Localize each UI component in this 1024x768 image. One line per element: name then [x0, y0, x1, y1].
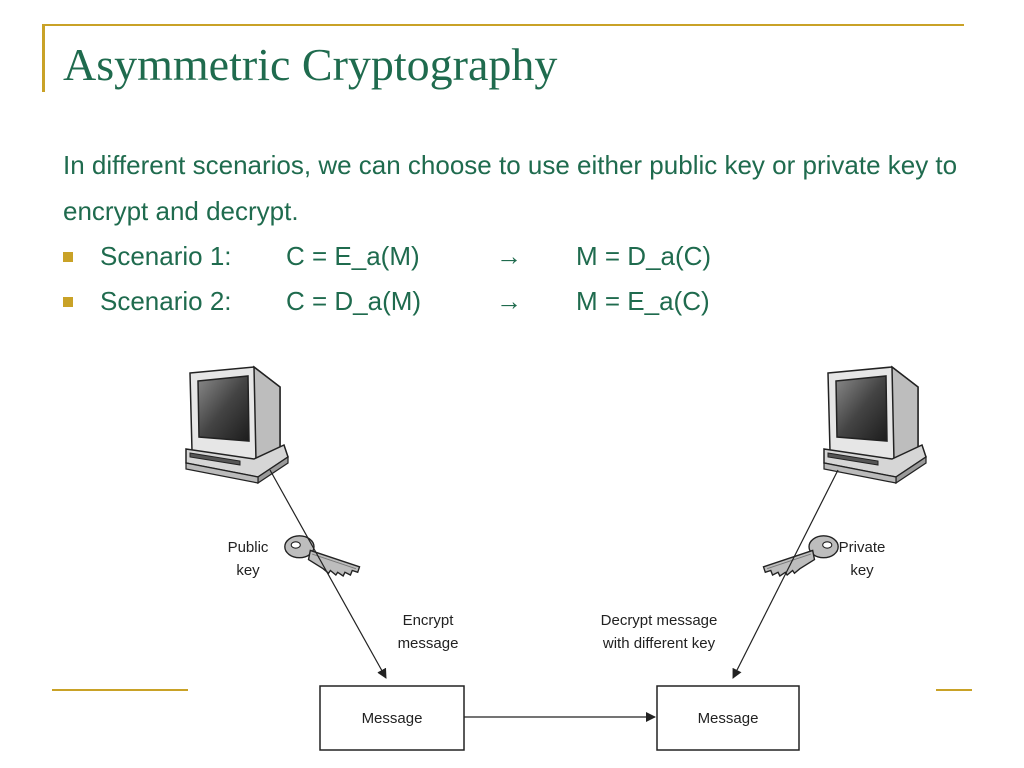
frame-top-rule [42, 24, 964, 26]
encrypt-label-line2: message [398, 635, 459, 652]
decrypt-label-line2: with different key [602, 635, 716, 652]
encrypt-label-line1: Encrypt [403, 612, 455, 629]
private-key-label-line2: key [850, 562, 874, 579]
decrypt-label-line1: Decrypt message [601, 612, 718, 629]
bullet-square-icon [63, 251, 73, 262]
receiver-to-message-arrow [732, 469, 839, 679]
scenario-encrypt: C = E_a(M) [286, 241, 420, 271]
receiver-computer-icon [823, 366, 927, 484]
sender-to-message-arrow [269, 469, 387, 679]
scenario-decrypt: M = E_a(C) [576, 286, 710, 316]
bullet-square-icon [63, 296, 73, 307]
arrow-right-icon: → [496, 286, 522, 316]
message-label-left: Message [362, 710, 423, 727]
scenario-label: Scenario 1: [100, 241, 232, 271]
message-label-right: Message [698, 710, 759, 727]
slide-title: Asymmetric Cryptography [63, 39, 558, 90]
private-key-label-line1: Private [839, 539, 886, 556]
public-key-label-line2: key [236, 562, 260, 579]
footer-rule-left [52, 689, 188, 691]
scenario-decrypt: M = D_a(C) [576, 241, 712, 271]
scenario-encrypt: C = D_a(M) [286, 286, 422, 316]
scenario-1: Scenario 1: C = E_a(M) → M = D_a(C) [63, 234, 711, 279]
private-key-icon [762, 535, 839, 577]
message-box-right [656, 685, 800, 751]
scenario-2: Scenario 2: C = D_a(M) → M = E_a(C) [63, 279, 711, 324]
sender-computer-icon [185, 366, 289, 484]
intro-text: In different scenarios, we can choose to… [63, 150, 958, 226]
public-key-icon [284, 535, 361, 577]
message-box-left [319, 685, 465, 751]
frame-left-rule [42, 24, 45, 92]
footer-rule-right [936, 689, 972, 691]
arrow-right-icon: → [496, 241, 522, 271]
public-key-label-line1: Public [228, 539, 269, 556]
scenario-label: Scenario 2: [100, 286, 232, 316]
scenario-list: Scenario 1: C = E_a(M) → M = D_a(C) Scen… [63, 234, 711, 324]
